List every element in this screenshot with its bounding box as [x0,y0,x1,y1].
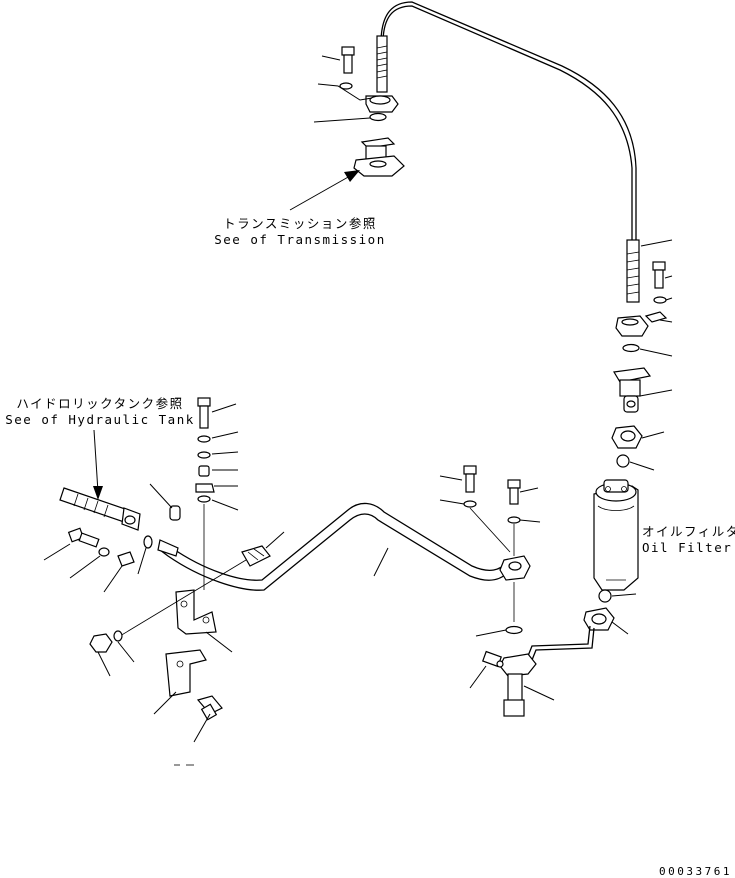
flexible-hose [382,5,633,242]
elbow-adapter [613,367,652,413]
bracket-upper [175,589,217,635]
pipe-clamp-left [241,545,271,567]
drawing-number: 00033761 [659,865,732,878]
upper-bolt [339,46,355,90]
left-bolt [67,527,153,567]
o-ring-bottom [505,625,523,635]
oil-filter-label-ja: オイルフィルタ [642,524,735,539]
bottom-fitting [499,653,537,717]
clamp-bolt-right [507,479,521,524]
bracket-lower [165,649,207,697]
lower-hose-fitting [615,239,649,337]
oil-filter [593,479,639,591]
bracket-bolt [196,695,223,721]
filter-base-nut [583,607,615,631]
rigid-pipe [159,513,511,591]
left-nut [89,630,123,653]
transmission-label-ja: トランスミッション参照 [223,216,377,231]
stack-bolt [195,397,215,503]
tank-hose [59,487,141,531]
pressure-sensor [482,650,504,668]
pipe-clamp-right [499,555,531,581]
upper-hose-fitting [365,35,399,113]
filter-seal [616,454,630,468]
o-ring-right [622,343,640,353]
clamp-bolt-left [463,465,477,508]
hydraulic-tank-label-ja: ハイドロリックタンク参照 [16,396,183,411]
o-ring-upper [369,112,387,122]
small-elbow [157,505,181,557]
filter-oring [598,589,612,603]
oil-filter-label-en: Oil Filter [642,540,732,555]
transmission-adapter [353,137,405,177]
right-bolt [644,261,668,323]
hydraulic-tank-label-en: See of Hydraulic Tank [5,412,195,427]
transmission-label-en: See of Transmission [214,232,386,247]
filter-nut [611,425,643,449]
